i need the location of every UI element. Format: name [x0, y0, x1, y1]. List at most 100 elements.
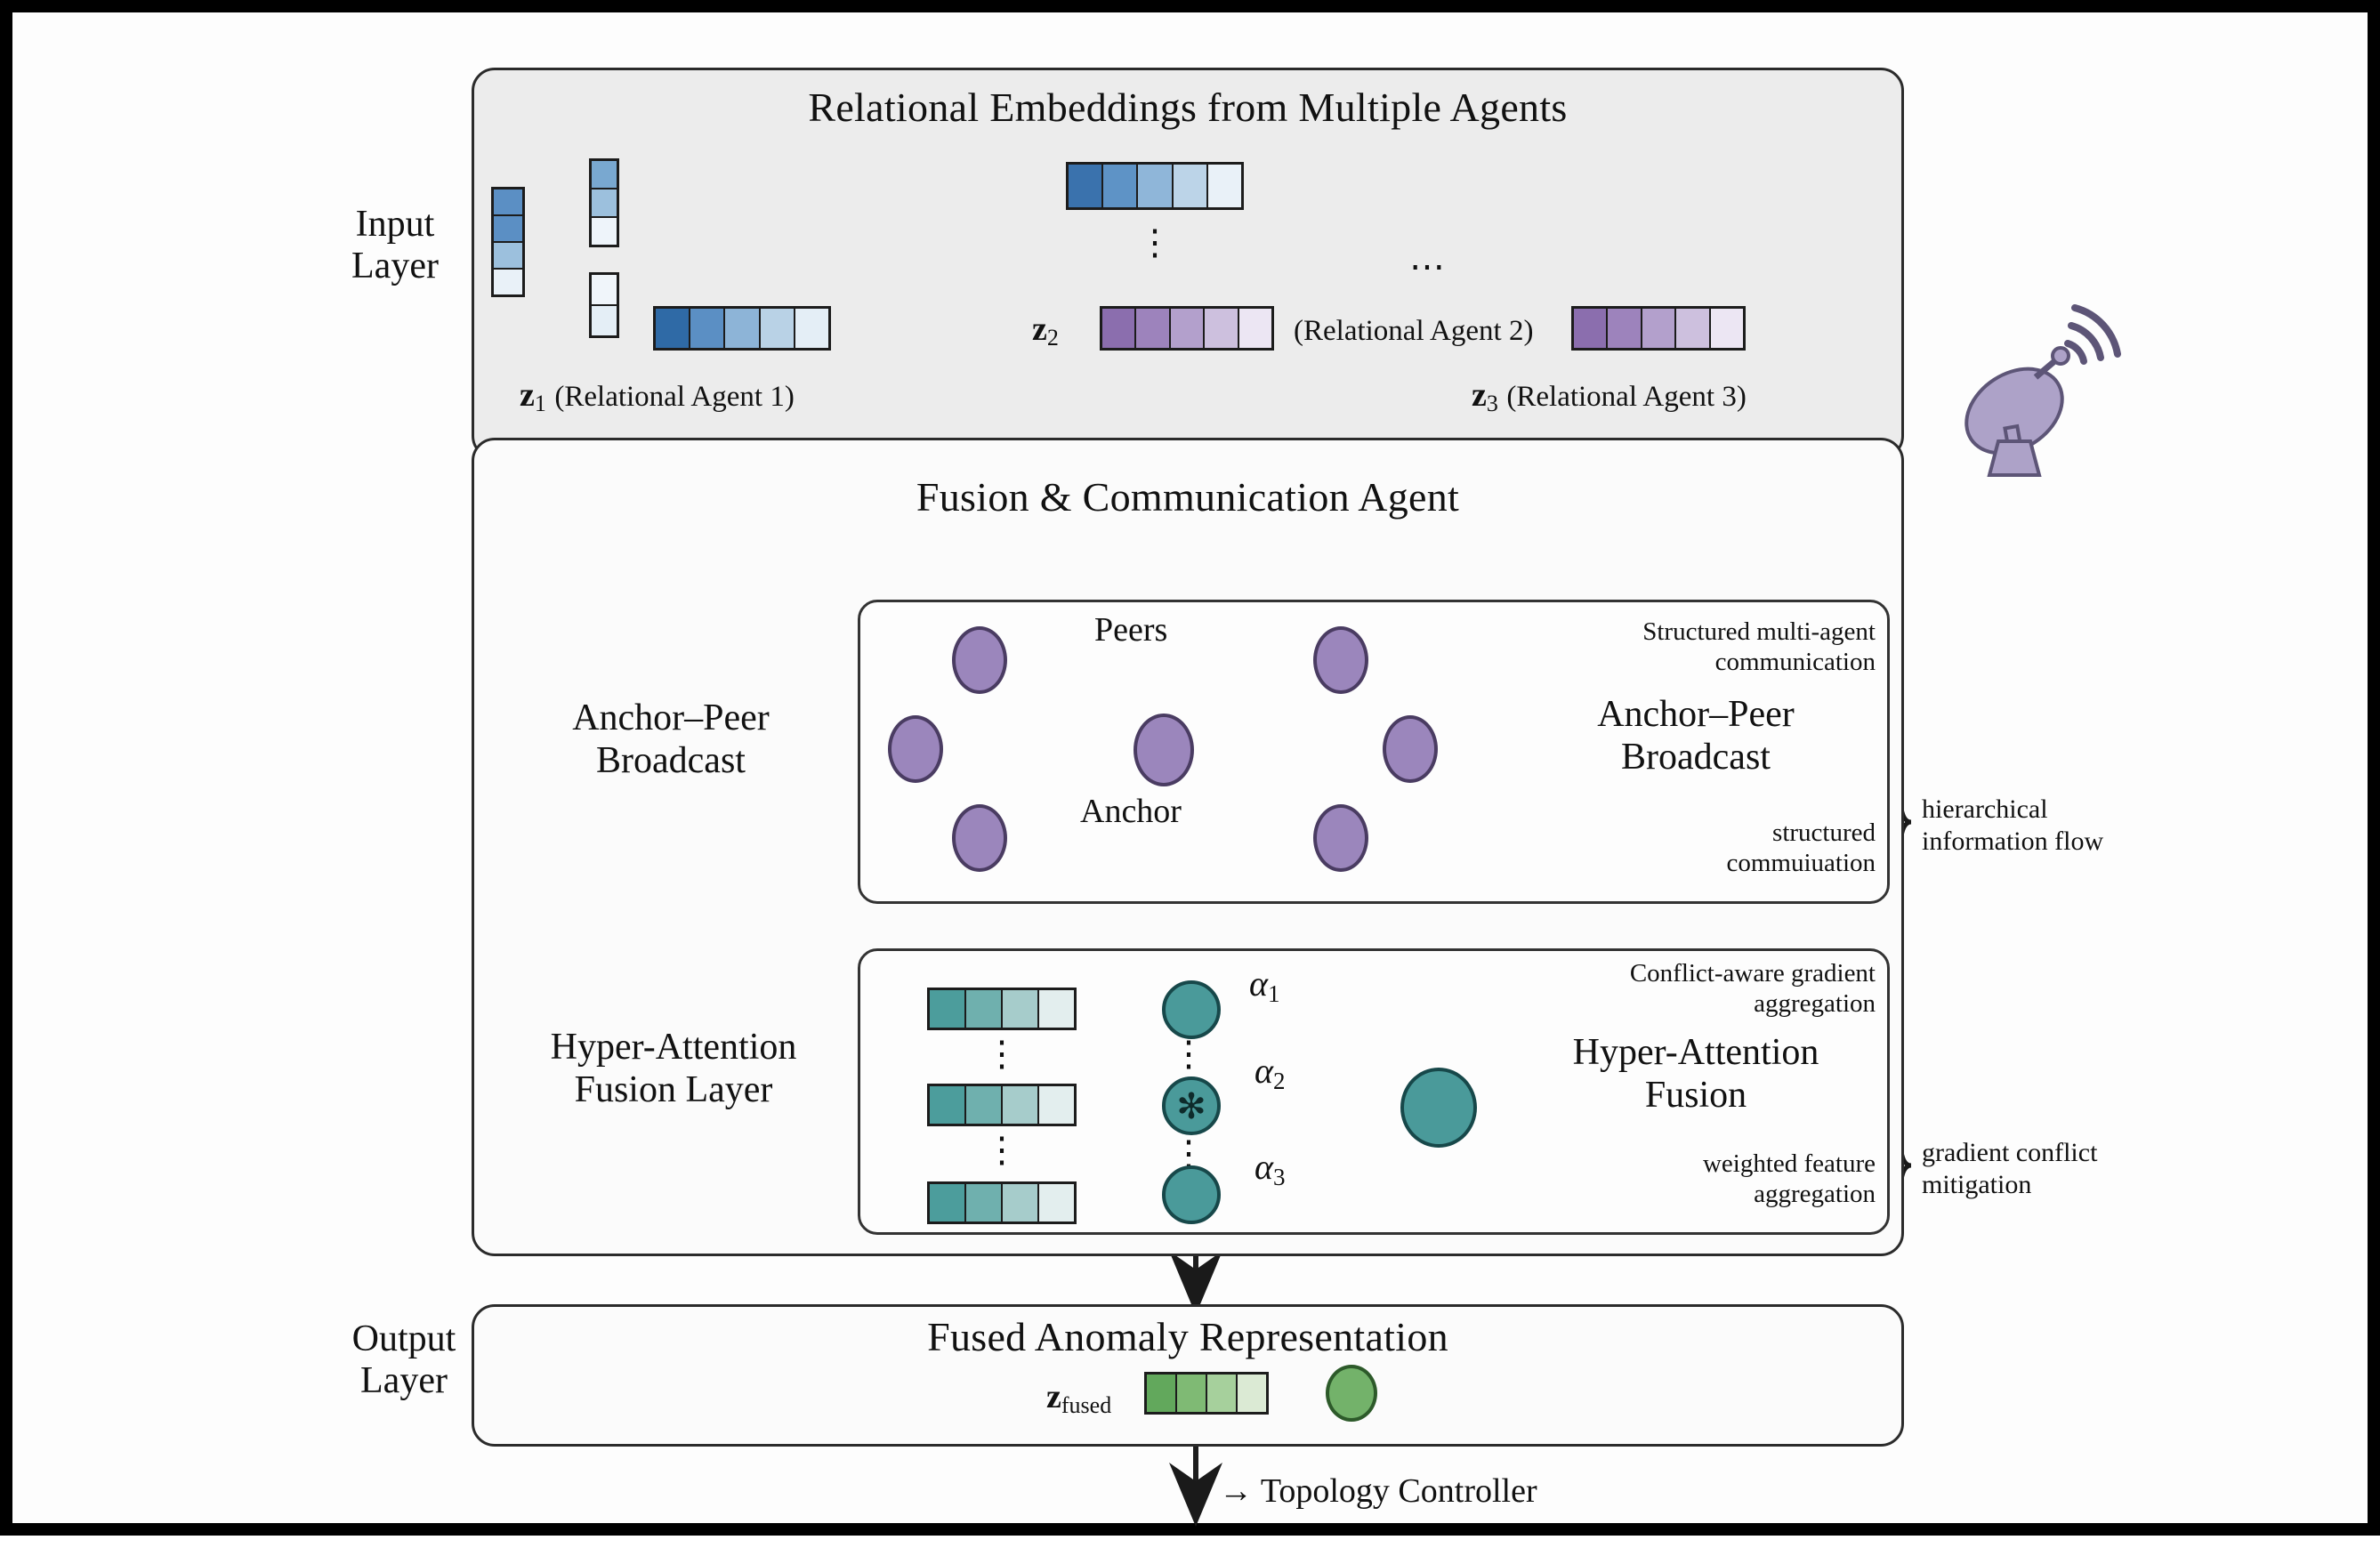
agent3-caption: (Relational Agent 3) [1506, 381, 1747, 413]
source-embedding-vector [491, 187, 525, 297]
alpha-2-symbol: α [1255, 1051, 1273, 1091]
gradient-conflict-note: gradient conflict mitigation [1922, 1137, 2215, 1201]
embedding-cell [966, 1086, 1003, 1124]
anchor-peer-right-line1: Anchor–Peer [1597, 694, 1795, 735]
agent2-embedding-bar [1100, 306, 1274, 351]
embedding-cell [1103, 165, 1139, 207]
agent3-subscript: 3 [1486, 391, 1498, 416]
vector-cell [494, 243, 522, 270]
anchor-peer-broadcast-right-label: Anchor–Peer Broadcast [1516, 694, 1876, 779]
embedding-cell [966, 990, 1003, 1028]
input-layer-label: Input Layer [279, 204, 511, 287]
attention-node-1 [1162, 980, 1221, 1039]
vector-cell [592, 218, 617, 245]
attention-input-bar-3 [927, 1181, 1077, 1224]
structured-multiagent-note: Structured multi-agent communication [1516, 617, 1876, 677]
embedding-cell [760, 309, 795, 348]
embedding-cell [1003, 1184, 1039, 1221]
satellite-dish-icon [1965, 346, 2070, 477]
embedding-cell [1676, 309, 1711, 348]
anchor-peer-broadcast-left-label: Anchor–Peer Broadcast [493, 697, 849, 783]
anchor-peer-right-line2: Broadcast [1621, 736, 1771, 778]
structured-communication-note: structured commuiuation [1516, 818, 1876, 878]
anchor-node [1134, 714, 1194, 786]
fused-output-node [1326, 1365, 1377, 1422]
input-layer-label-line2: Layer [351, 246, 439, 287]
peer-node-top-left [952, 626, 1007, 694]
output-layer-label-line1: Output [351, 1318, 456, 1359]
vector-cell [494, 189, 522, 216]
embedding-cell [1039, 990, 1074, 1028]
attention-node-2-glyph: ✻ [1176, 1085, 1206, 1126]
embedding-cell [795, 309, 829, 348]
fused-vector-label: zfused [1046, 1378, 1112, 1418]
output-layer-label-line2: Layer [360, 1360, 448, 1402]
embedding-cell [1003, 1086, 1039, 1124]
embedding-cell [1608, 309, 1642, 348]
peer-node-mid-right [1383, 715, 1438, 783]
anchor-peer-left-line2: Broadcast [596, 739, 746, 781]
agent3-embedding-bar [1571, 306, 1746, 351]
hyper-attention-right-label: Hyper-Attention Fusion [1516, 1032, 1876, 1117]
embedding-cell [1147, 1375, 1177, 1412]
embedding-cell [1039, 1184, 1074, 1221]
split-embedding-vector-upper [589, 158, 619, 247]
output-layer-label: Output Layer [279, 1318, 528, 1402]
embedding-cell [1238, 1375, 1266, 1412]
attention-bar-ellipsis-lower: ⋮ [984, 1130, 1020, 1170]
embedding-cell [1138, 165, 1174, 207]
fused-embedding-bar [1144, 1372, 1269, 1415]
agent2-subscript: 2 [1046, 325, 1059, 351]
vector-cell [592, 189, 617, 218]
shared-bar-vertical-ellipsis: ⋮ [1137, 222, 1173, 262]
embedding-cell [1170, 309, 1206, 348]
embedding-cell [1177, 1375, 1207, 1412]
hierarchical-note-line2: information flow [1922, 826, 2104, 856]
alpha-2-label: α2 [1255, 1050, 1286, 1095]
weighted-note-line1: weighted feature [1702, 1149, 1876, 1178]
embedding-cell [1039, 1086, 1074, 1124]
embedding-cell [1207, 1375, 1238, 1412]
fusion-output-node [1400, 1068, 1477, 1148]
anchor-label: Anchor [1080, 793, 1182, 830]
embedding-cell [1710, 309, 1744, 348]
embedding-cell [1003, 990, 1039, 1028]
vector-cell [494, 216, 522, 243]
alpha-1-symbol: α [1249, 963, 1268, 1004]
embedding-cell [930, 1086, 966, 1124]
anchor-peer-broadcast-box [858, 600, 1890, 904]
attention-node-ellipsis-upper: ⋮ [1171, 1034, 1206, 1074]
agent1-embedding-bar [653, 306, 831, 351]
hyper-attention-left-line2: Fusion Layer [574, 1068, 773, 1110]
embedding-cell [1069, 165, 1104, 207]
attention-input-bar-1 [927, 988, 1077, 1030]
gradient-note-line2: mitigation [1922, 1170, 2032, 1199]
embedding-cell [1238, 309, 1272, 348]
agent1-caption: (Relational Agent 1) [554, 381, 795, 413]
structured-note-line1: Structured multi-agent [1642, 617, 1876, 646]
hyper-attention-left-label: Hyper-Attention Fusion Layer [482, 1027, 865, 1112]
attention-input-bar-2 [927, 1084, 1077, 1126]
shared-embedding-bar [1066, 162, 1244, 210]
agent1-subscript: 1 [534, 391, 546, 416]
conflict-note-line2: aggregation [1754, 988, 1876, 1018]
embedding-cell [1642, 309, 1677, 348]
embedding-cell [1136, 309, 1171, 348]
vector-cell [592, 306, 617, 335]
embedding-cell [725, 309, 761, 348]
peer-node-bottom-left [952, 804, 1007, 872]
attention-node-ellipsis-lower: ⋮ [1171, 1133, 1206, 1173]
embedding-cell [1207, 165, 1242, 207]
conflict-note-line1: Conflict-aware gradient [1629, 959, 1876, 988]
agent2-label: z2 [1032, 310, 1059, 351]
weighted-feature-note: weighted feature aggregation [1516, 1149, 1876, 1209]
alpha-3-symbol: α [1255, 1147, 1273, 1187]
embedding-cell [966, 1184, 1003, 1221]
embedding-cell [690, 309, 726, 348]
embedding-cell [1574, 309, 1609, 348]
structured-note-line2: communication [1714, 647, 1876, 676]
hyper-attention-right-line2: Fusion [1644, 1074, 1747, 1116]
structured-comm-line1: structured [1772, 818, 1876, 847]
output-panel-title: Fused Anomaly Representation [927, 1314, 1448, 1359]
